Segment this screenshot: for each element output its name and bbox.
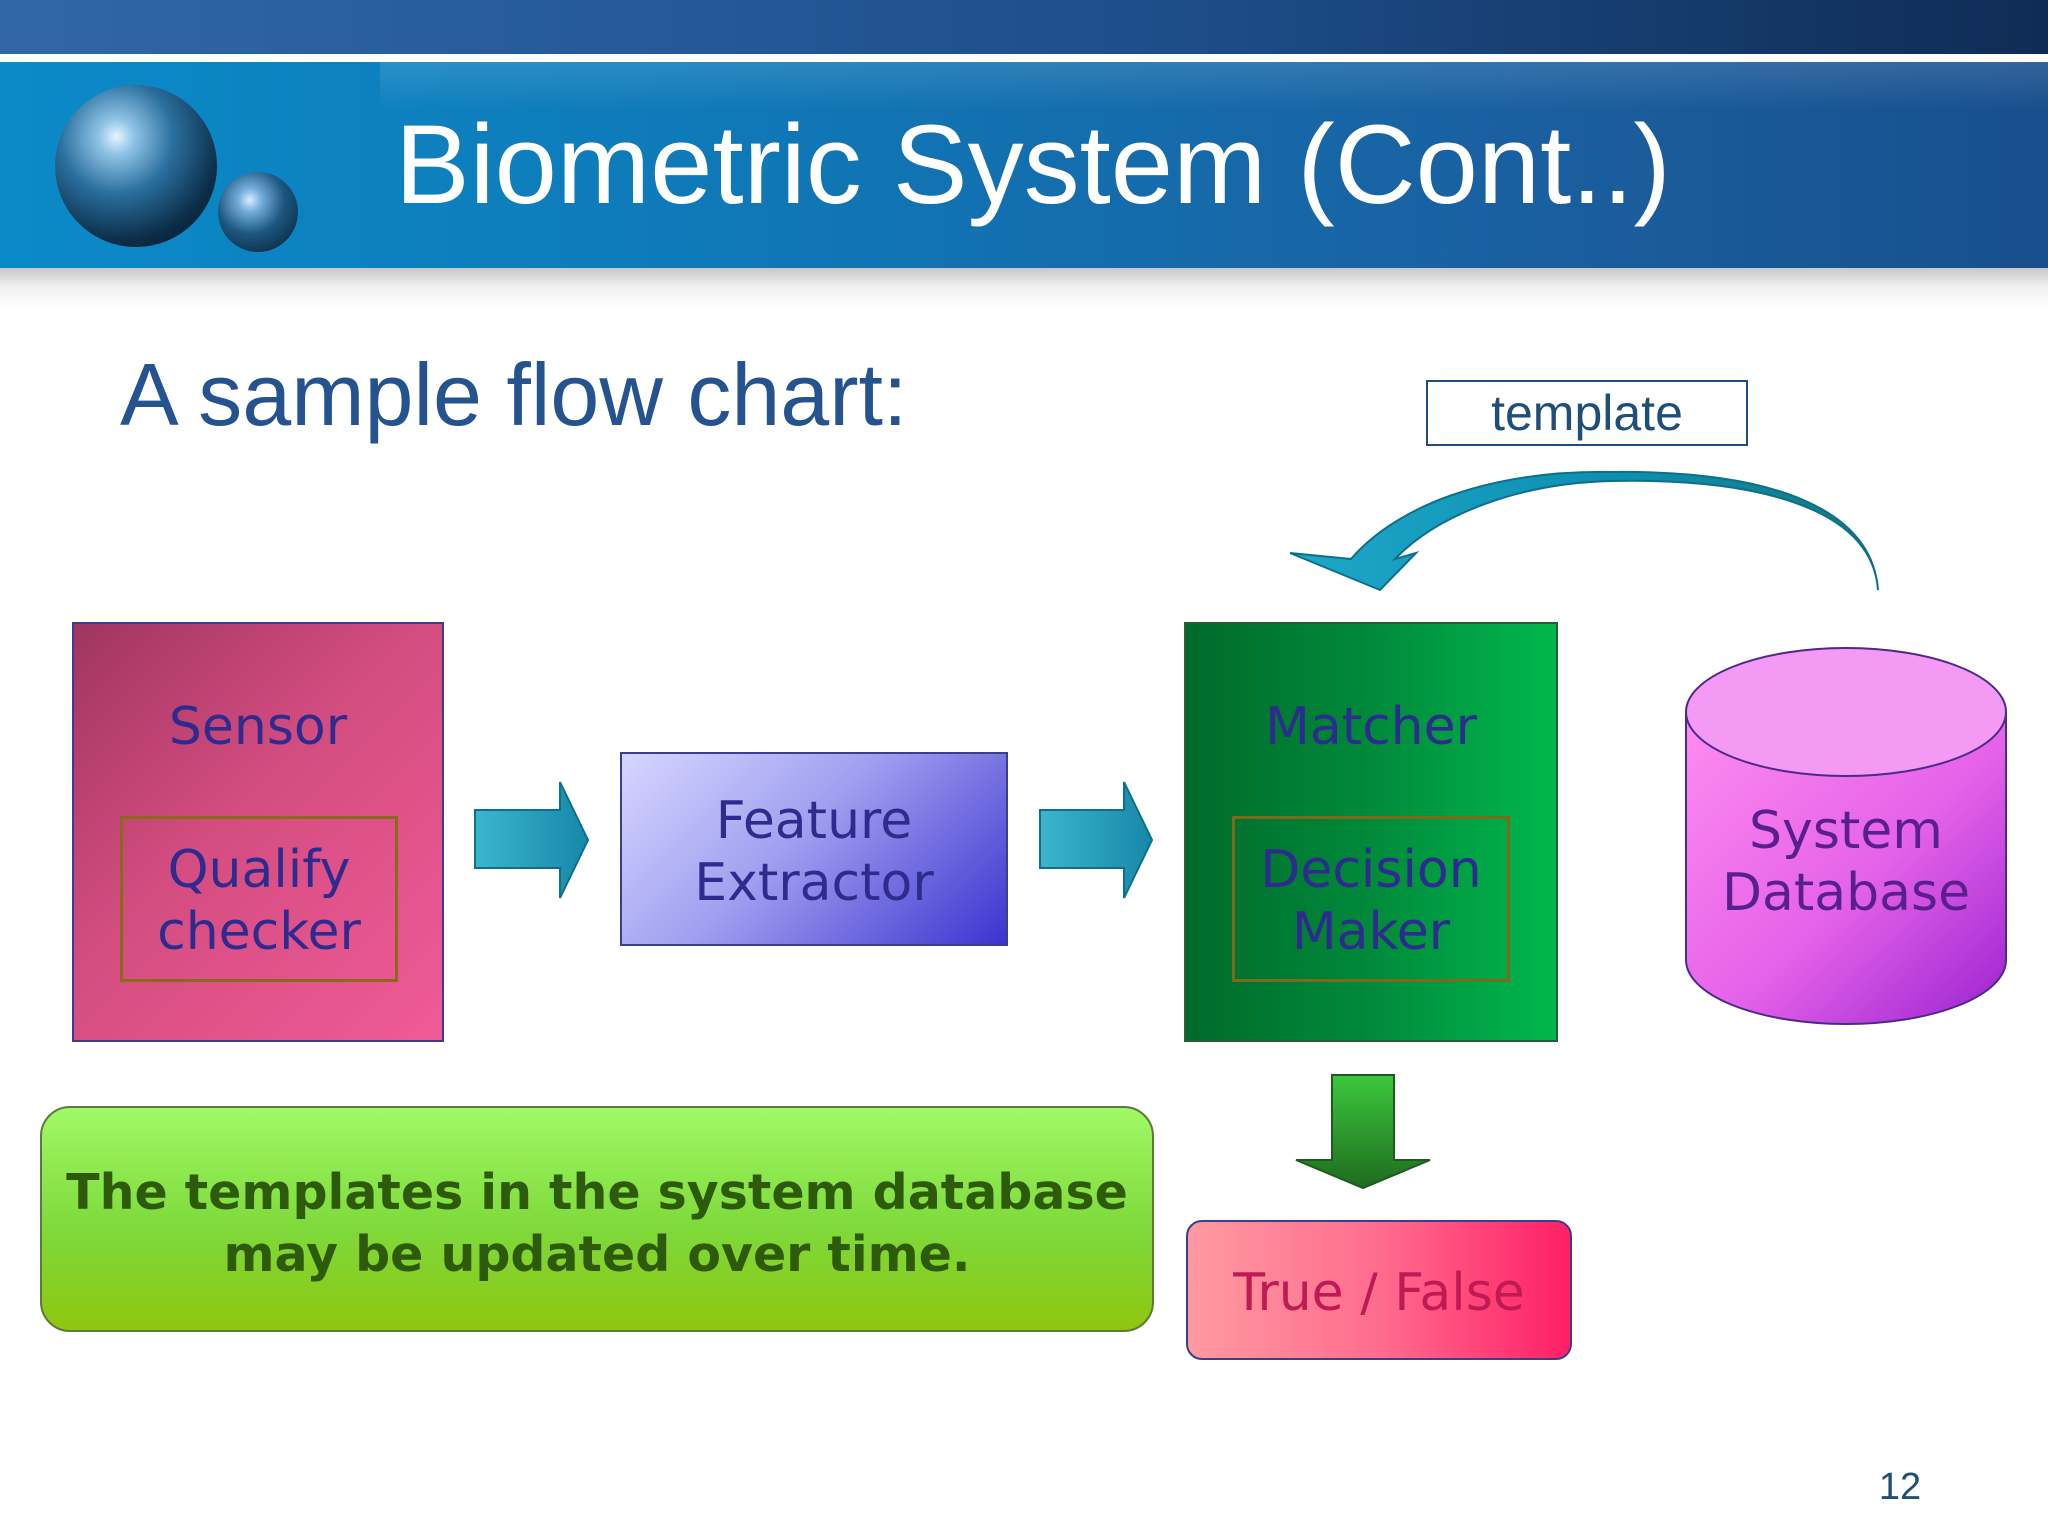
matcher-box: Matcher Decision Maker [1184, 622, 1558, 1042]
sensor-box: Sensor Qualify checker [72, 622, 444, 1042]
result-box: True / False [1186, 1220, 1572, 1360]
sensor-label: Sensor [168, 697, 348, 757]
result-label: True / False [1233, 1263, 1525, 1323]
arrow-feature-to-matcher [1039, 781, 1154, 899]
note-text: The templates in the system database may… [66, 1164, 1128, 1283]
slide-title: Biometric System (Cont..) [395, 102, 1671, 227]
feature-extractor-box: Feature Extractor [620, 752, 1008, 946]
note-callout: The templates in the system database may… [40, 1106, 1154, 1332]
decorative-sphere-small [218, 172, 298, 252]
title-band-shadow [0, 268, 2048, 308]
title-band [0, 62, 2048, 268]
arrow-sensor-to-feature [474, 781, 590, 899]
system-database-cylinder [1685, 647, 2007, 1025]
decorative-sphere-large [55, 85, 217, 247]
template-label-box: template [1426, 380, 1748, 446]
template-curved-arrow [1289, 470, 1879, 592]
slide-subtitle: A sample flow chart: [120, 345, 908, 444]
template-label: template [1491, 385, 1683, 441]
arrow-matcher-to-result [1295, 1074, 1431, 1190]
decision-maker-label: Decision Maker [1260, 840, 1482, 962]
top-decorative-bar [0, 0, 2048, 54]
system-database-label: System Database [1721, 801, 1971, 923]
qualify-checker-box: Qualify checker [120, 816, 398, 982]
matcher-label: Matcher [1264, 697, 1478, 757]
qualify-checker-label: Qualify checker [157, 840, 361, 962]
title-band-highlight [380, 62, 2048, 110]
decision-maker-box: Decision Maker [1232, 816, 1510, 982]
feature-extractor-label: Feature Extractor [694, 791, 934, 913]
page-number: 12 [1878, 1466, 1922, 1508]
